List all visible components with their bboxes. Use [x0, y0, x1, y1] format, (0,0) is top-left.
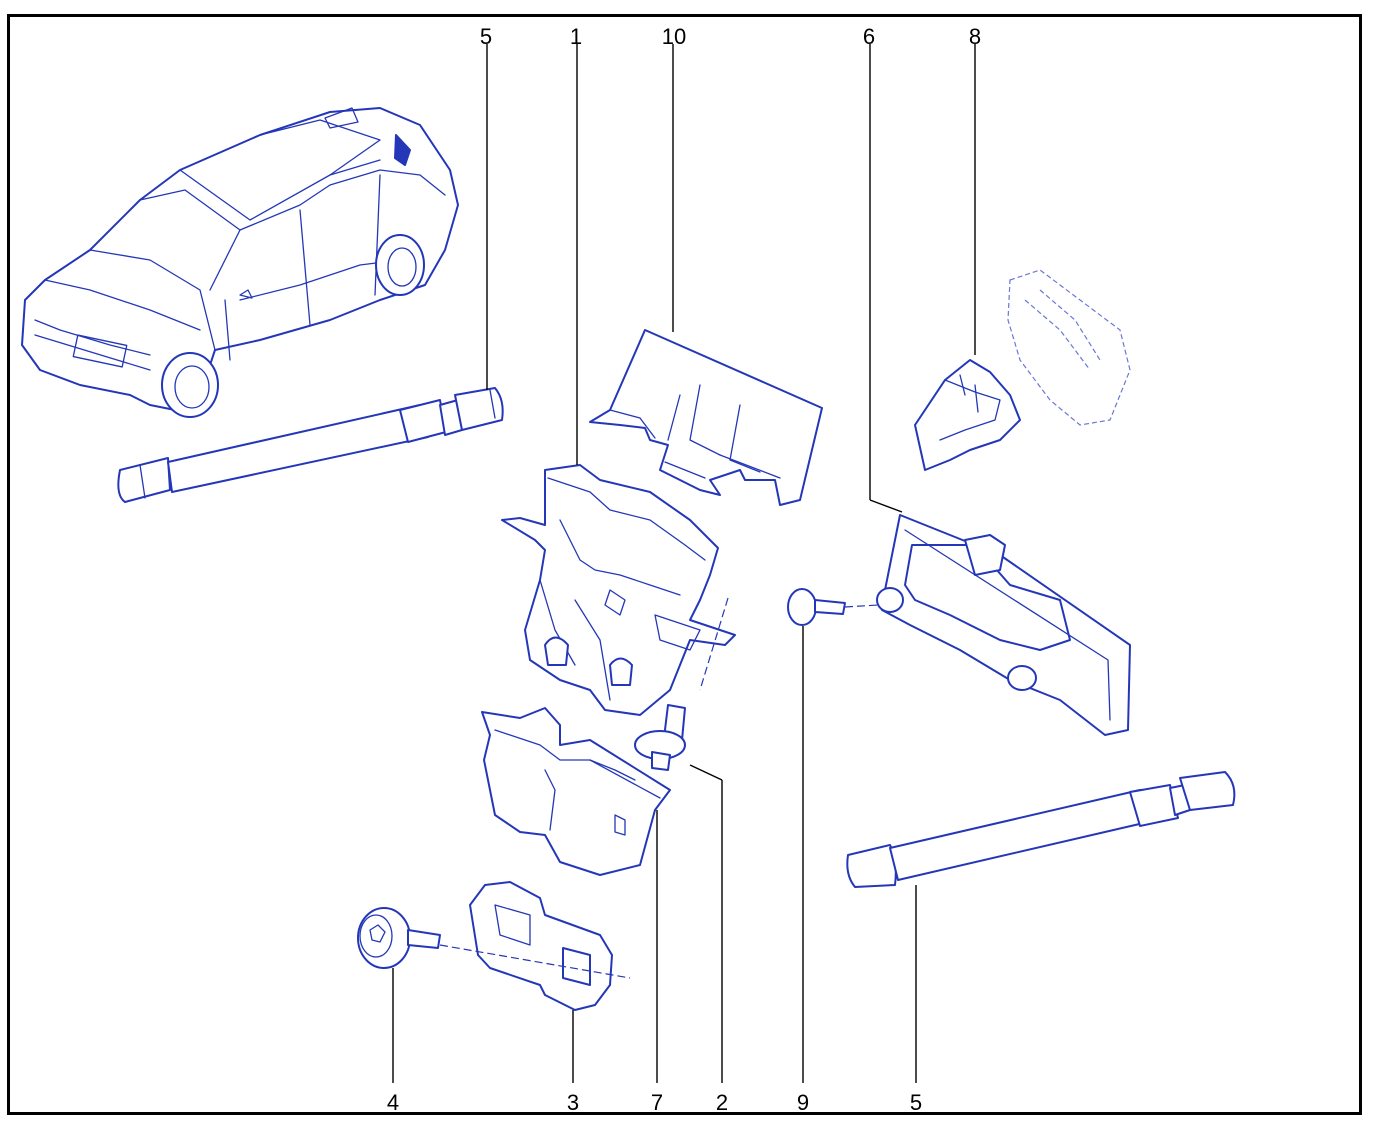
callout-3: 3	[567, 1090, 579, 1115]
part-7-housing	[481, 707, 671, 876]
callout-7: 7	[651, 1090, 663, 1115]
callout-4: 4	[387, 1090, 399, 1115]
callout-9: 9	[797, 1090, 809, 1115]
part-3-striker	[439, 881, 631, 1011]
part-2-bolt	[634, 704, 686, 771]
callout-6: 6	[863, 24, 875, 49]
callout-5-top: 5	[480, 24, 492, 49]
part-10-cover	[589, 329, 823, 506]
part-9-screw	[787, 588, 879, 626]
gas-strut-upper	[117, 387, 504, 503]
part-1-lock-mechanism	[501, 464, 736, 716]
callout-8: 8	[969, 24, 981, 49]
callout-2: 2	[716, 1090, 728, 1115]
leader-lines	[392, 44, 976, 1083]
callout-10: 10	[662, 24, 686, 49]
part-4-screw	[357, 907, 441, 969]
gas-strut-lower	[846, 771, 1236, 888]
part-8-switch	[914, 269, 1131, 471]
callout-1: 1	[570, 24, 582, 49]
callout-5-bottom: 5	[910, 1090, 922, 1115]
part-6-handle	[876, 514, 1131, 736]
car-illustration	[21, 107, 459, 418]
